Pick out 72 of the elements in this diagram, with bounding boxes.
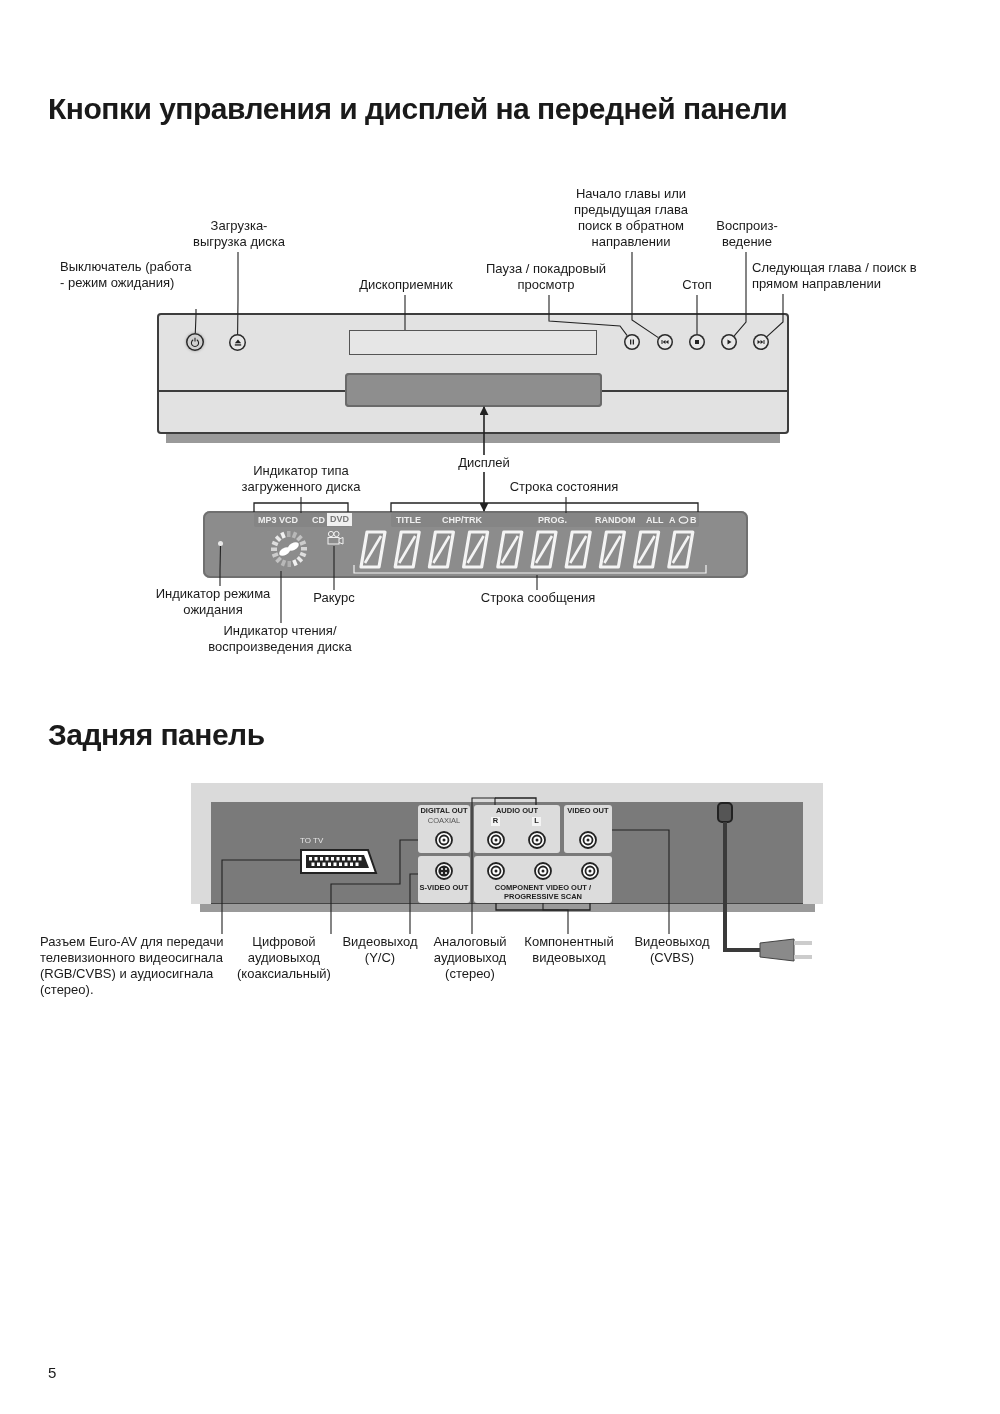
callout-label: Цифровой аудиовыход (коаксиальный): [232, 934, 336, 984]
indicator-row: [254, 513, 350, 527]
leader-line: [237, 251, 239, 335]
indicator-label: B: [690, 515, 697, 526]
callout-label: Выключатель (работа - режим ожидания): [60, 259, 198, 309]
rear-panel: [191, 783, 823, 904]
callout-label: Следующая глава / поиск в прямом направлении: [752, 260, 922, 294]
page-number: 5: [48, 1364, 57, 1381]
leader-line: [280, 570, 282, 624]
leader-line: [409, 873, 419, 935]
leader-line: [221, 859, 301, 935]
leader-line: [696, 294, 698, 335]
callout-label: Строка состояния: [503, 479, 625, 497]
callout-label: Индикатор режима ожидания: [148, 586, 278, 620]
leader-line: [766, 293, 784, 338]
indicator-label: RANDOM: [595, 515, 636, 526]
callout-label: Индикатор чтения/ воспроизведения диска: [195, 623, 365, 657]
callout-label: Строка сообщения: [470, 590, 606, 608]
jack-panel: [474, 805, 560, 853]
indicator-label: PROG.: [538, 515, 567, 526]
callout-label: Видеовыход (Y/C): [338, 934, 422, 968]
callout-label: Ракурс: [305, 590, 363, 608]
indicator-label: A: [669, 515, 676, 526]
leader-line: [611, 829, 670, 935]
leader-line: [536, 574, 538, 591]
jack-panel: [418, 805, 470, 853]
callout-label: Видеовыход (CVBS): [628, 934, 716, 968]
leader-line: [194, 308, 197, 334]
display-window: [345, 373, 602, 407]
front-panel: [157, 313, 789, 434]
callout-label: Аналоговый аудиовыход (стерео): [426, 934, 514, 984]
standby-led: [218, 541, 223, 546]
title: Кнопки управления и дисплей на передней панели: [48, 92, 788, 126]
leader-line: [471, 797, 496, 935]
leader-line: [565, 496, 567, 514]
callout-label: Загрузка- выгрузка диска: [185, 218, 293, 252]
section-heading: Задняя панель: [48, 718, 265, 752]
indicator-label: DVD: [328, 514, 351, 525]
port-label: TO TV: [300, 836, 324, 845]
callout-label: Компонентный видеовыход: [518, 934, 620, 968]
indicator-label: VCD: [279, 515, 298, 526]
leader-line: [333, 545, 335, 591]
callout-label: Дисплей: [450, 455, 518, 472]
leader-line: [548, 294, 628, 337]
jack-panel: [564, 805, 612, 853]
callout-label: Пауза / покадровый просмотр: [470, 261, 622, 295]
jack-panel: [474, 856, 612, 903]
power-button: [186, 333, 204, 351]
callout-label: Стоп: [678, 277, 716, 295]
indicator-row: [391, 513, 699, 527]
leader-line: [631, 251, 659, 339]
callout-label: Разъем Euro-AV для передачи телевизионного видеосигнала (RGB/CVBS) и аудиосигнала (стерео).: [40, 934, 230, 1000]
callout-label: Дископриемник: [352, 277, 460, 295]
leader-line: [733, 251, 747, 337]
arrow: [479, 471, 489, 512]
arrow: [479, 406, 489, 456]
indicator-label: CD: [312, 515, 325, 526]
indicator-label: TITLE: [396, 515, 421, 526]
leader-line: [404, 294, 406, 331]
display-panel: [203, 511, 748, 578]
leader-line: [542, 902, 569, 935]
callout-label: Воспроиз- ведение: [706, 218, 788, 252]
indicator-label: ALL: [646, 515, 664, 526]
jack-panel: [418, 856, 470, 903]
disc-tray: [349, 330, 597, 355]
leader-line: [330, 839, 419, 935]
indicator-label: CHP/TRK: [442, 515, 482, 526]
leader-line: [300, 496, 302, 514]
callout-label: Индикатор типа загруженного диска: [226, 463, 376, 497]
leader-line: [219, 545, 222, 587]
callout-label: Начало главы или предыдущая глава поиск в обратном направлении: [565, 186, 697, 252]
indicator-label: MP3: [258, 515, 277, 526]
